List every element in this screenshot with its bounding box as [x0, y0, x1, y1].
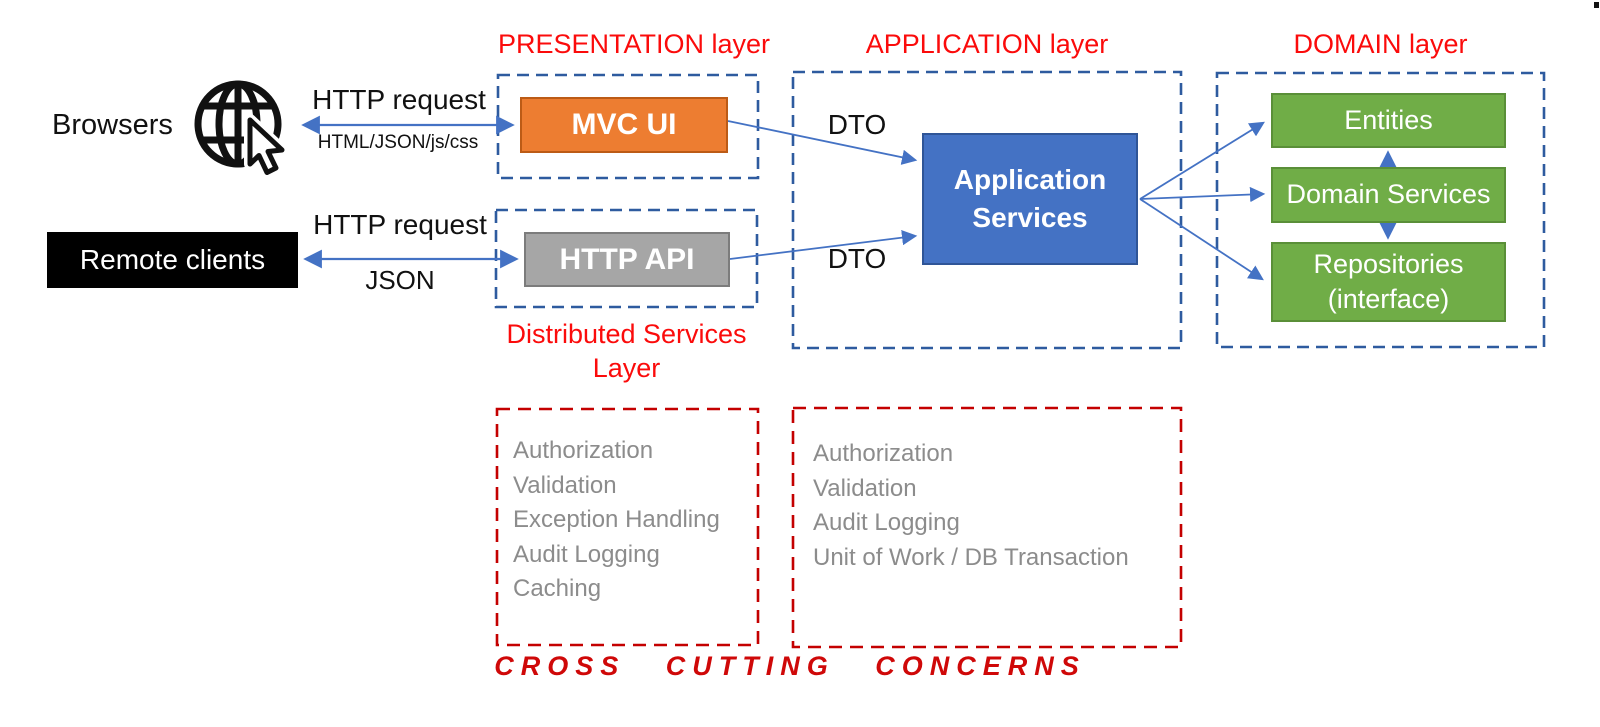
domain-layer-frame [1215, 71, 1546, 349]
httpapi-appservices-arrow [729, 230, 918, 260]
concern-item: Caching [513, 575, 602, 602]
appservices-domainservices-arrow [1139, 186, 1266, 203]
concern-item: Unit of Work / DB Transaction [813, 543, 1129, 571]
remote-json-label: JSON [365, 265, 435, 295]
browser-globe-icon [194, 80, 288, 179]
distributed-services-layer-title: Distributed Services Layer [496, 317, 757, 385]
concern-item: Validation [813, 474, 917, 502]
mvc-ui-box: MVC UI [520, 97, 728, 153]
appservices-entities-arrow [1139, 121, 1265, 200]
remote-http-request-label: HTTP request [313, 209, 487, 240]
concern-item: Exception Handling [513, 506, 720, 533]
distributed-services-line1: Distributed Services [506, 319, 747, 349]
application-layer-frame [791, 70, 1183, 350]
appservices-repositories-arrow [1139, 198, 1264, 281]
distributed-services-line2: Layer [592, 353, 661, 383]
browser-response-label: HTML/JSON/js/css [317, 132, 479, 153]
entities-box: Entities [1271, 93, 1506, 148]
repositories-box: Repositories (interface) [1271, 242, 1506, 322]
application-layer-title: APPLICATION layer [865, 29, 1109, 59]
concern-item: Authorization [813, 440, 954, 467]
cursor-icon [244, 114, 288, 179]
dto-top-label: DTO [827, 109, 887, 140]
application-concerns-list: Authorization Validation Audit Logging U… [813, 437, 1129, 575]
presentation-layer-title: PRESENTATION layer [498, 29, 771, 59]
concern-item: Audit Logging [813, 509, 960, 536]
dto-bottom-label: DTO [827, 243, 887, 274]
remote-clients-box: Remote clients [47, 232, 298, 288]
concern-item: Audit Logging [513, 540, 660, 568]
distributed-concerns-list: Authorization Validation Exception Handl… [513, 434, 720, 607]
corner-artifact-dot [1594, 2, 1599, 8]
application-services-box: Application Services [922, 133, 1138, 265]
distributed-concerns-frame [495, 407, 760, 647]
concern-item: Validation [513, 471, 617, 499]
cross-cutting-concerns-title: CROSS CUTTING CONCERNS [494, 651, 1086, 681]
domain-services-box: Domain Services [1271, 167, 1506, 223]
domain-layer-title: DOMAIN layer [1293, 29, 1468, 59]
browser-http-request-label: HTTP request [312, 84, 486, 115]
browsers-label: Browsers [52, 109, 173, 141]
application-concerns-frame [791, 406, 1183, 649]
http-api-box: HTTP API [524, 232, 730, 287]
mvcui-appservices-arrow [727, 120, 918, 165]
concern-item: Authorization [513, 437, 654, 464]
